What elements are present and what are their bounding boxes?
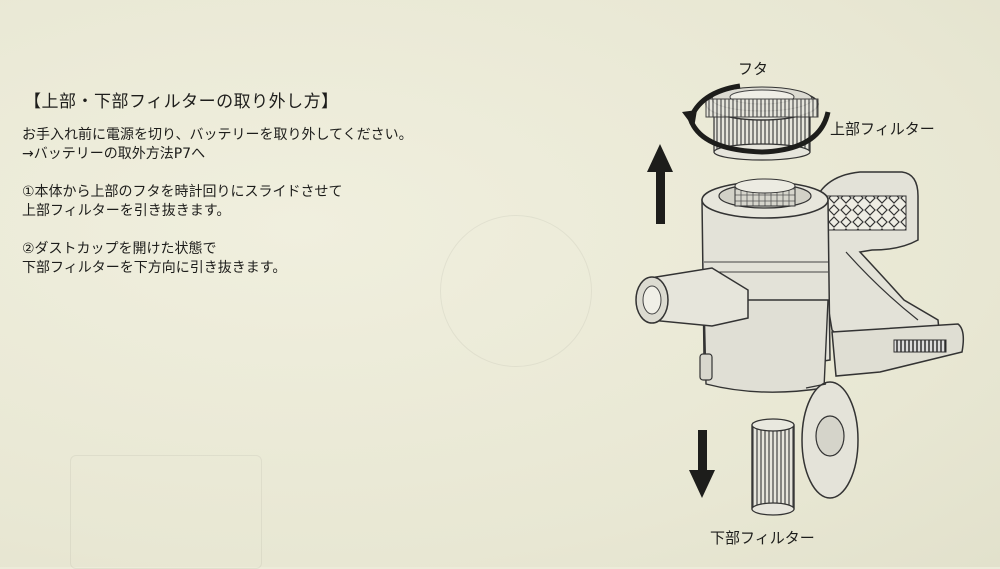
down-arrow-icon (689, 430, 715, 498)
bleed-through-shape (440, 215, 592, 367)
upper-filter-drawing (705, 86, 819, 161)
lower-filter-drawing (751, 418, 795, 516)
intro-line: お手入れ前に電源を切り、バッテリーを取り外してください。 (22, 127, 413, 143)
up-arrow-icon (647, 144, 673, 224)
step-2: ②ダストカップを開けた状態で 下部フィルターを下方向に引き抜きます。 (22, 240, 582, 278)
lid-label: フタ (738, 60, 769, 78)
intro-paragraph: お手入れ前に電源を切り、バッテリーを取り外してください。 →バッテリーの取外方法… (22, 126, 582, 164)
upper-filter-label: 上部フィルター (830, 120, 935, 138)
step-1: ①本体から上部のフタを時計回りにスライドさせて 上部フィルターを引き抜きます。 (22, 183, 582, 221)
step-2-line: ②ダストカップを開けた状態で (22, 241, 217, 257)
step-1-line: ①本体から上部のフタを時計回りにスライドさせて (22, 184, 343, 200)
instruction-text: 【上部・下部フィルターの取り外し方】 お手入れ前に電源を切り、バッテリーを取り外… (22, 92, 582, 297)
lower-filter-label: 下部フィルター (710, 529, 815, 547)
rotate-clockwise-arrow-icon (682, 83, 831, 155)
step-2-line: 下部フィルターを下方向に引き抜きます。 (22, 260, 287, 276)
section-heading: 【上部・下部フィルターの取り外し方】 (24, 92, 339, 112)
step-1-line: 上部フィルターを引き抜きます。 (22, 203, 231, 219)
page-reference: →バッテリーの取外方法P7へ (22, 146, 206, 162)
vacuum-body-drawing (635, 171, 965, 499)
